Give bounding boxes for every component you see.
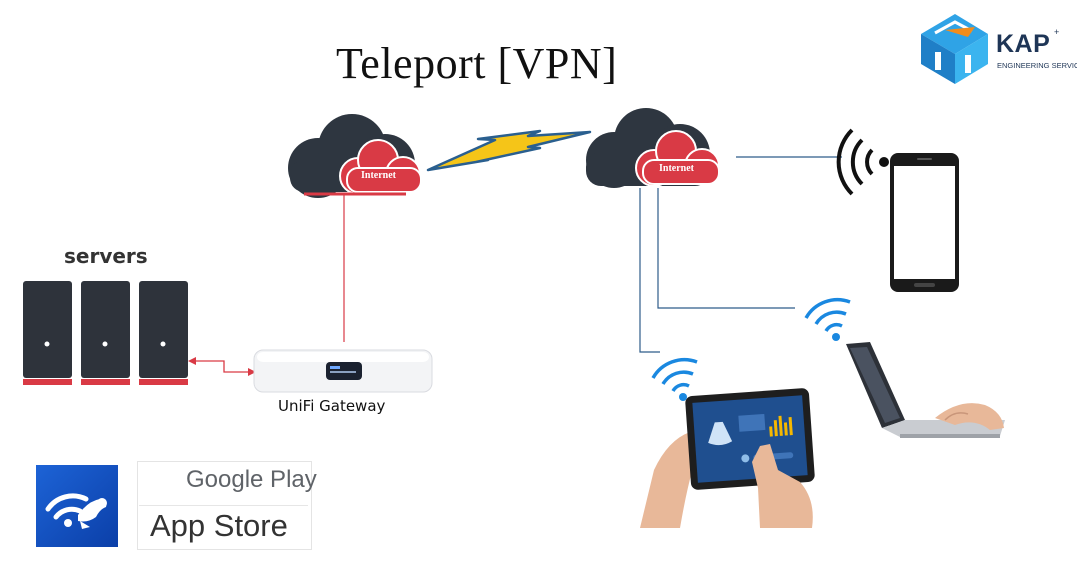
arrow-head-right <box>248 368 256 376</box>
tablet-icon <box>640 388 815 528</box>
smartphone-icon <box>890 153 959 292</box>
wifi-icon <box>836 128 889 196</box>
app-store-link[interactable]: App Store <box>150 508 288 543</box>
wifi-icon <box>651 357 698 401</box>
page-title: Teleport [VPN] <box>336 39 618 88</box>
servers-group <box>23 281 188 385</box>
store-divider <box>139 505 308 506</box>
servers-label: servers <box>64 244 148 268</box>
cloud-icon <box>586 108 720 188</box>
server-icon <box>139 281 188 385</box>
lightning-bolt-icon <box>426 129 592 172</box>
server-icon <box>23 281 72 385</box>
connections <box>188 156 842 376</box>
teleport-wifi-icon <box>45 493 107 529</box>
kap-logo-icon <box>921 14 988 84</box>
teleport-app-icon[interactable] <box>36 465 118 547</box>
tablet-link-line <box>639 188 660 353</box>
arrow-head-left <box>188 357 196 365</box>
google-play-link[interactable]: Google Play <box>186 466 317 493</box>
wifi-icon <box>804 297 851 341</box>
servers-gateway-link <box>192 360 251 373</box>
cloud-icon <box>288 114 422 198</box>
kap-logo-subtitle: ENGINEERING SERVICES <box>997 61 1077 70</box>
laptop-icon <box>846 342 1005 438</box>
gateway-icon <box>253 349 433 393</box>
cloud-label-right: Internet <box>659 163 694 174</box>
laptop-link-line <box>657 188 795 309</box>
kap-logo-name: KAP <box>996 30 1051 58</box>
cloud-label-left: Internet <box>361 170 396 181</box>
kap-logo-plus: + <box>1054 27 1060 37</box>
gateway-label: UniFi Gateway <box>278 397 386 415</box>
server-icon <box>81 281 130 385</box>
